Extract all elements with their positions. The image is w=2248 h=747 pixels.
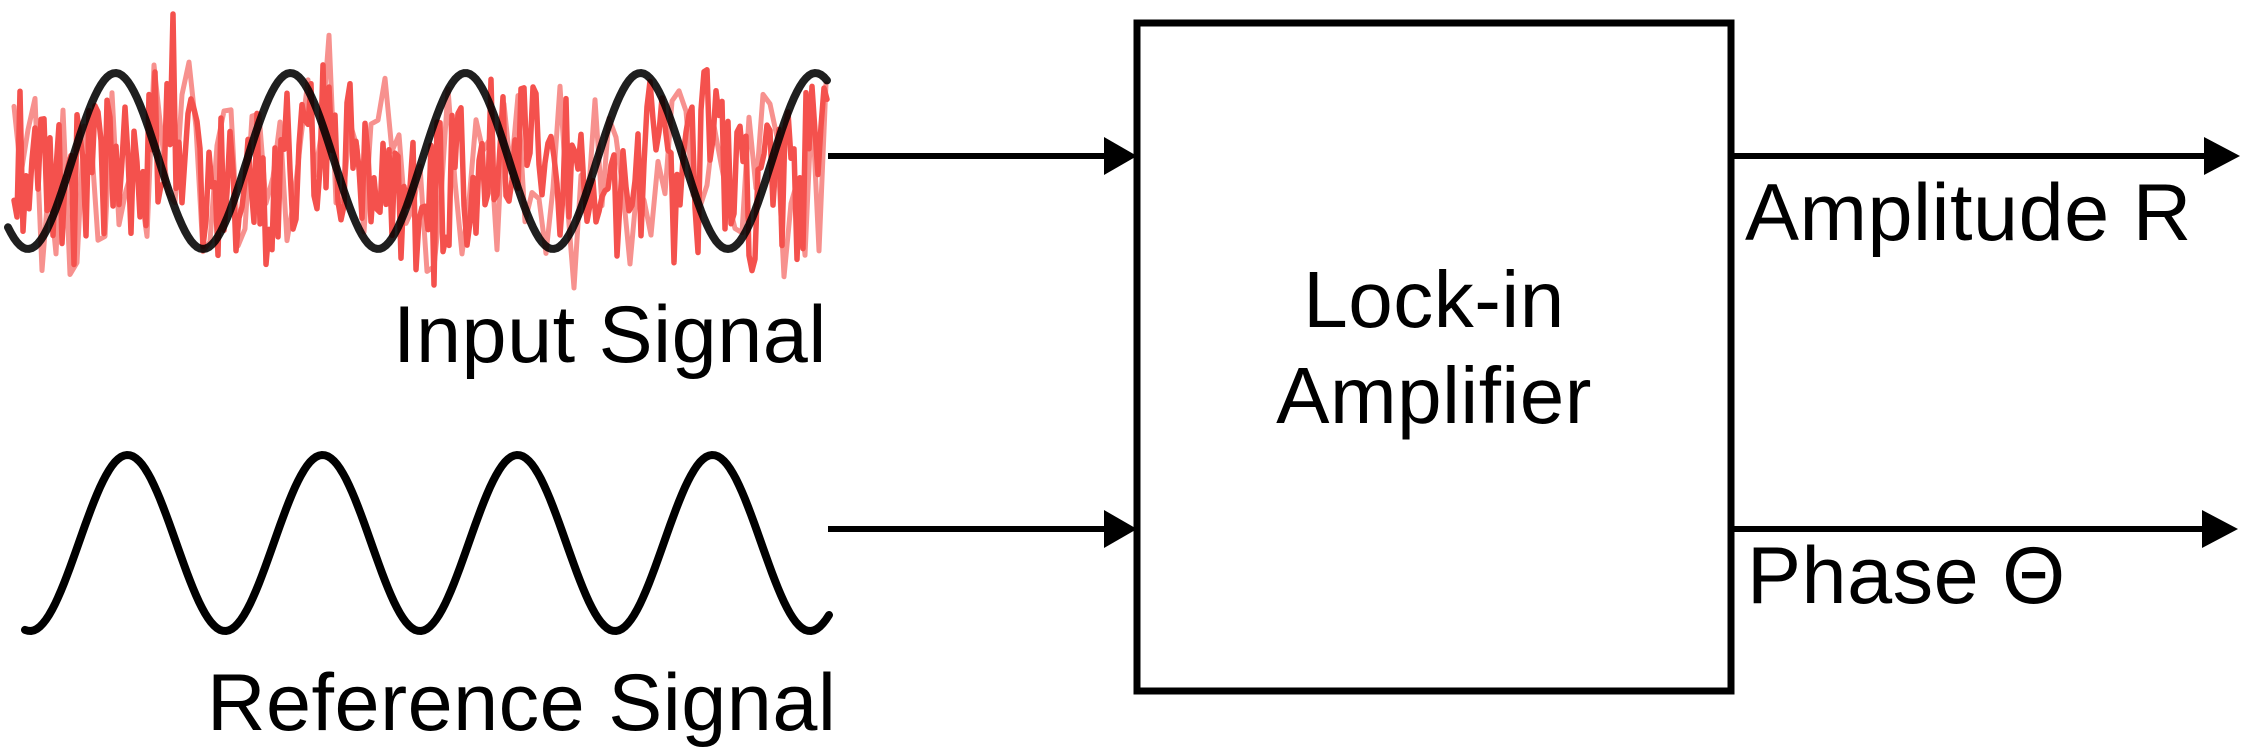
input-signal-plot [4, 11, 831, 291]
input-sine-trace [4, 68, 831, 254]
input-arrow-signal [828, 137, 1137, 175]
amplitude-output-label: Amplitude R [1745, 168, 2192, 258]
output-arrow-amplitude [1731, 137, 2240, 175]
arrowhead-icon [2202, 510, 2238, 548]
arrowhead-icon [1104, 510, 1137, 548]
arrowhead-icon [1104, 137, 1137, 175]
phase-output-label: Phase Θ [1747, 531, 2066, 621]
arrowhead-icon [2204, 137, 2240, 175]
output-arrow-phase [1731, 510, 2238, 548]
input-arrow-reference [828, 510, 1137, 548]
reference-sine-trace [21, 450, 833, 636]
amplifier-box-label-line1: Lock-in [1303, 255, 1564, 344]
amplifier-box-label-line2: Amplifier [1276, 351, 1592, 440]
noisy-input-trace [11, 11, 830, 288]
input-signal-label: Input Signal [393, 290, 827, 380]
amplifier-box [1133, 19, 1735, 695]
reference-signal-label: Reference Signal [207, 658, 836, 747]
